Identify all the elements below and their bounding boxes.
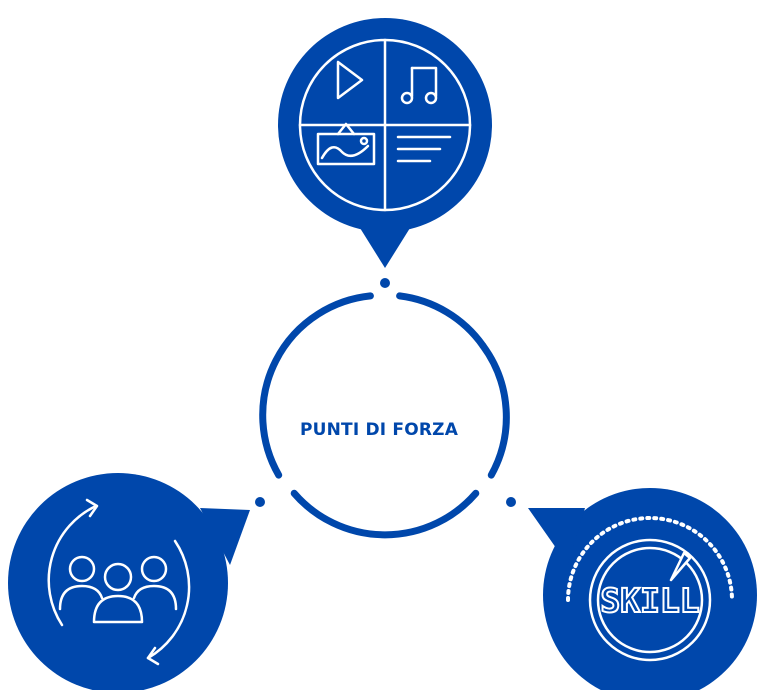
people-icon xyxy=(58,555,178,624)
bubble-bottom-right: SKILL xyxy=(528,488,757,694)
connector-dot-top xyxy=(380,278,390,288)
team-cycle-icon xyxy=(47,498,191,666)
play-icon xyxy=(336,60,364,100)
image-icon xyxy=(316,122,376,166)
center-ring xyxy=(259,292,510,539)
skill-label: SKILL xyxy=(600,581,699,620)
bubble-bottom-left xyxy=(8,473,250,693)
ring-segment-bottom xyxy=(290,489,480,539)
ring-segment-left xyxy=(259,292,374,479)
gauge-needle xyxy=(669,551,692,582)
center-label: PUNTI DI FORZA xyxy=(299,420,459,440)
text-lines-icon xyxy=(396,135,452,163)
connector-dot-right xyxy=(506,497,516,507)
media-grid-icon xyxy=(298,38,472,212)
music-note-icon xyxy=(400,66,438,105)
ring-segment-right xyxy=(479,342,510,479)
skill-gauge-icon xyxy=(566,516,734,662)
connector-dot-left xyxy=(255,497,265,507)
bubble-top xyxy=(278,18,492,268)
